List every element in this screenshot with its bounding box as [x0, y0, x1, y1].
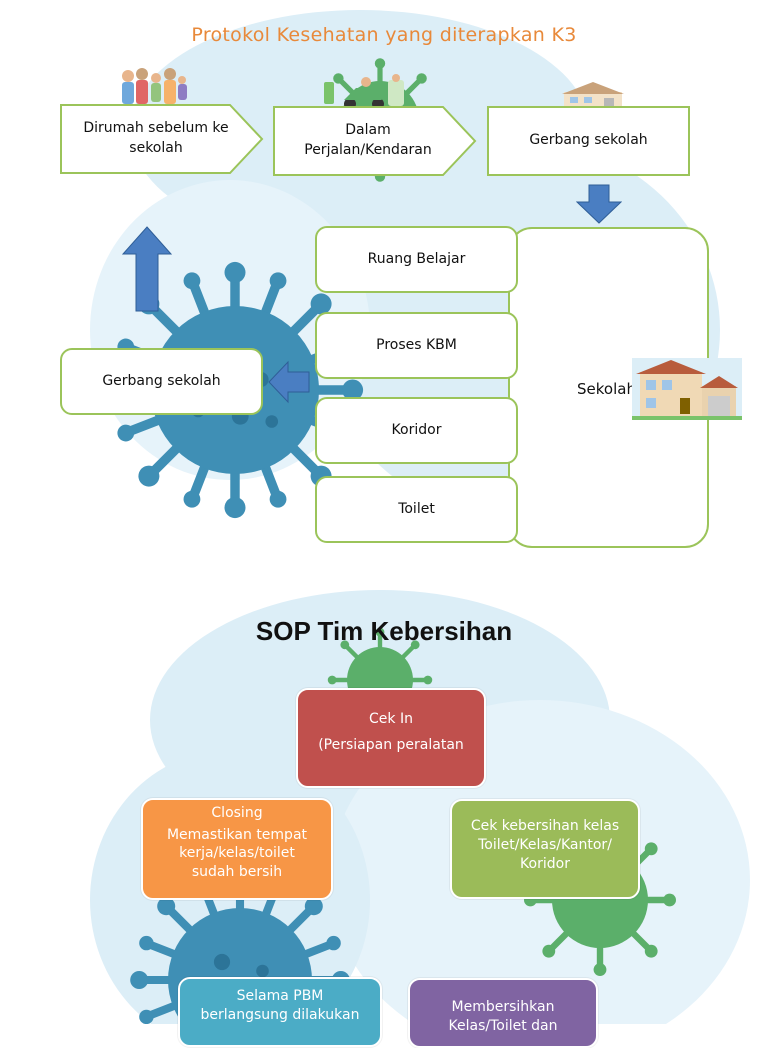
school-label: Sekolah [577, 380, 636, 398]
arrow-up-icon [122, 226, 172, 312]
sop-selama-pbm-line: Selama PBM [236, 988, 324, 1004]
sop-closing-line: kerja/kelas/toilet [179, 845, 295, 862]
step-gate-box: Gerbang sekolah [487, 106, 690, 176]
room-item: Ruang Belajar [315, 226, 518, 293]
room-item: Toilet [315, 476, 518, 543]
sop-membersihkan-line: Membersihkan [451, 999, 555, 1015]
step-travel-shape [273, 106, 477, 176]
house-icon [562, 82, 624, 110]
room-item: Koridor [315, 397, 518, 464]
sop-cek-kebersihan: Cek kebersihan kelas Toilet/Kelas/Kantor… [450, 799, 640, 899]
arrow-down-icon [576, 184, 622, 224]
sop-closing-line: sudah bersih [191, 863, 283, 880]
sop-selama-pbm: Selama PBM berlangsung dilakukan [178, 977, 382, 1047]
sop-title: SOP Tim Kebersihan [255, 616, 513, 646]
sop-closing-line: Closing [211, 805, 263, 821]
sop-cek-in-line: Cek In [369, 711, 413, 727]
step-home-label: Dirumah sebelum ke sekolah [83, 120, 229, 156]
sop-cek-kebersihan-line: Cek kebersihan kelas [470, 818, 620, 834]
arrow-left-icon [268, 360, 310, 404]
step-home-shape [60, 104, 264, 174]
room-item: Proses KBM [315, 312, 518, 379]
exit-gate-box: Gerbang sekolah [60, 348, 263, 415]
sop-membersihkan-line: Kelas/Toilet dan [448, 1017, 558, 1034]
sop-cek-in: Cek In (Persiapan peralatan [296, 688, 486, 788]
sop-cek-kebersihan-line: Koridor [520, 855, 570, 872]
sop-cek-in-line: (Persiapan peralatan [318, 736, 464, 753]
sop-closing: Closing Memastikan tempat kerja/kelas/to… [141, 798, 333, 900]
sop-selama-pbm-line: berlangsung dilakukan [200, 1006, 360, 1023]
school-building-icon [632, 358, 742, 420]
step-travel-label: Dalam Perjalan/Kendaran [304, 122, 432, 158]
protocol-title: Protokol Kesehatan yang diterapkan K3 [191, 24, 577, 46]
sop-closing-line: Memastikan tempat [166, 827, 308, 844]
sop-membersihkan: Membersihkan Kelas/Toilet dan [408, 978, 598, 1048]
sop-cek-kebersihan-line: Toilet/Kelas/Kantor/ [478, 836, 612, 853]
